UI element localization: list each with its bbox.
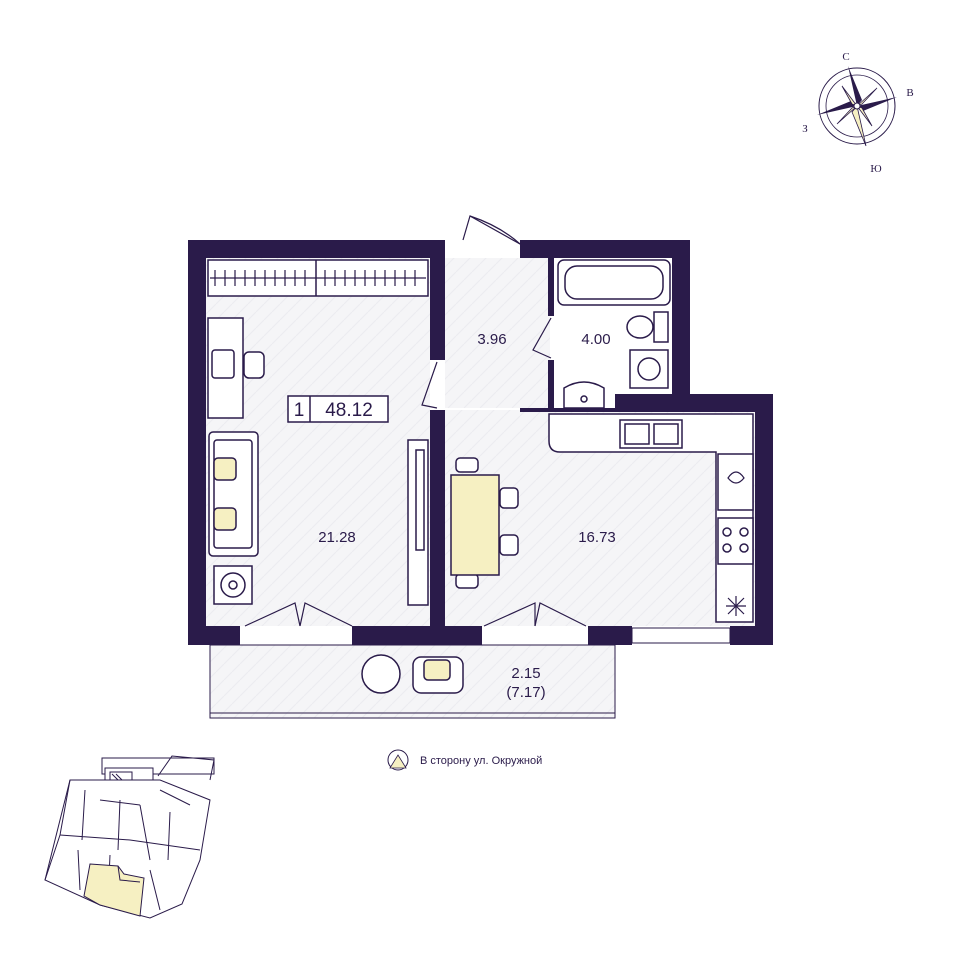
compass-rose: С В Ю З [802,51,913,175]
compass-east: В [906,87,913,99]
balcony-armchair [412,656,464,694]
fridge [717,453,754,511]
total-area-badge: 1 48.12 [287,395,389,423]
living-door[interactable] [421,361,438,409]
direction-marker: В сторону ул. Окружной [387,749,542,771]
kitchen-sink [619,419,683,449]
direction-note: В сторону ул. Окружной [420,755,542,767]
living-balcony-door[interactable] [244,602,353,627]
bathtub [557,259,671,306]
bathroom-door[interactable] [532,317,552,359]
area-living: 21.28 [318,529,356,546]
area-hall: 3.96 [477,331,506,348]
area-kitchen: 16.73 [578,529,616,546]
area-balcony: 2.15 [511,665,540,682]
compass-north: С [842,51,849,63]
highlighted-apartment [83,863,145,917]
desk [207,317,265,419]
dining-table [450,457,519,589]
stove [717,517,754,565]
washing-machine [629,349,669,389]
compass-south: Ю [870,163,881,175]
tv-stand [407,439,429,606]
building-key-plan [44,755,215,919]
balcony [209,644,616,719]
toilet [626,311,669,343]
hood [726,596,746,616]
sofa-cushion [213,507,237,531]
area-bathroom: 4.00 [581,331,610,348]
balcony-table [361,654,401,694]
entry-door[interactable] [462,215,521,245]
area-balcony-full: (7.17) [506,684,545,701]
kitchen-balcony-door[interactable] [483,602,587,627]
total-area: 48.12 [325,400,373,421]
round-appliance [213,565,253,605]
sofa-cushion [213,457,237,481]
hall-floor [445,258,550,408]
kitchen-counter [548,413,754,623]
walls [188,240,773,645]
compass-west: З [802,123,808,135]
sofa [208,431,259,557]
wardrobe [207,259,429,297]
rooms-count: 1 [294,400,305,421]
kitchen-window [631,627,731,644]
wash-basin [563,381,605,409]
